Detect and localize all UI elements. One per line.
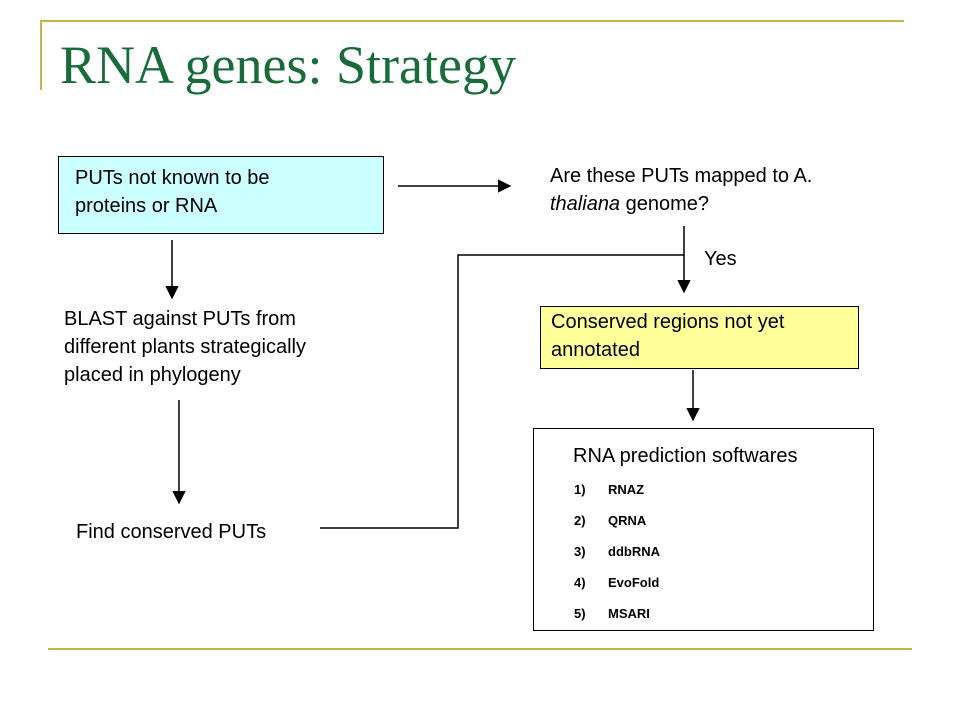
blast-step: BLAST against PUTs from different plants… [64,305,306,389]
connector-find-to-mapped [320,254,684,529]
conserved-line2: annotated [551,339,640,361]
blast-line1: BLAST against PUTs from [64,308,296,330]
software-name: QRNA [608,513,647,528]
species-name: thaliana [550,193,621,215]
blast-line2: different plants strategically [64,336,306,358]
rna-prediction-heading: RNA prediction softwares [573,445,798,467]
slide-title: RNA genes: Strategy [60,35,516,95]
frame-left-rule [40,20,42,90]
software-name: MSARI [608,606,650,621]
rna-prediction-box [533,428,874,631]
list-item: 4)EvoFold [574,575,660,590]
blast-line3: placed in phylogeny [64,364,241,386]
list-item: 1)RNAZ [574,482,645,497]
conserved-regions-box: Conserved regions not yet annotated [540,306,859,369]
puts-unknown-line2: proteins or RNA [75,195,218,217]
rna-software-list: 1)RNAZ 2)QRNA 3)ddbRNA 4)EvoFold 5)MSARI [574,478,660,633]
software-name: EvoFold [608,575,660,590]
software-name: ddbRNA [608,544,660,559]
yes-label: Yes [704,248,737,270]
frame-bottom-rule [48,648,912,650]
mapped-question-line1: Are these PUTs mapped to A. [550,165,813,187]
frame-top-rule [40,20,904,22]
list-item: 5)MSARI [574,606,650,621]
mapped-question: Are these PUTs mapped to A. thaliana gen… [550,162,812,218]
list-item: 2)QRNA [574,513,647,528]
find-conserved-puts: Find conserved PUTs [76,521,267,543]
list-item: 3)ddbRNA [574,544,660,559]
puts-unknown-box: PUTs not known to be proteins or RNA [58,156,384,234]
conserved-line1: Conserved regions not yet [551,311,785,333]
mapped-question-line2: thaliana genome? [550,190,812,218]
mapped-question-line2-rest: genome? [620,193,710,215]
software-name: RNAZ [608,482,645,497]
puts-unknown-line1: PUTs not known to be [75,167,270,189]
